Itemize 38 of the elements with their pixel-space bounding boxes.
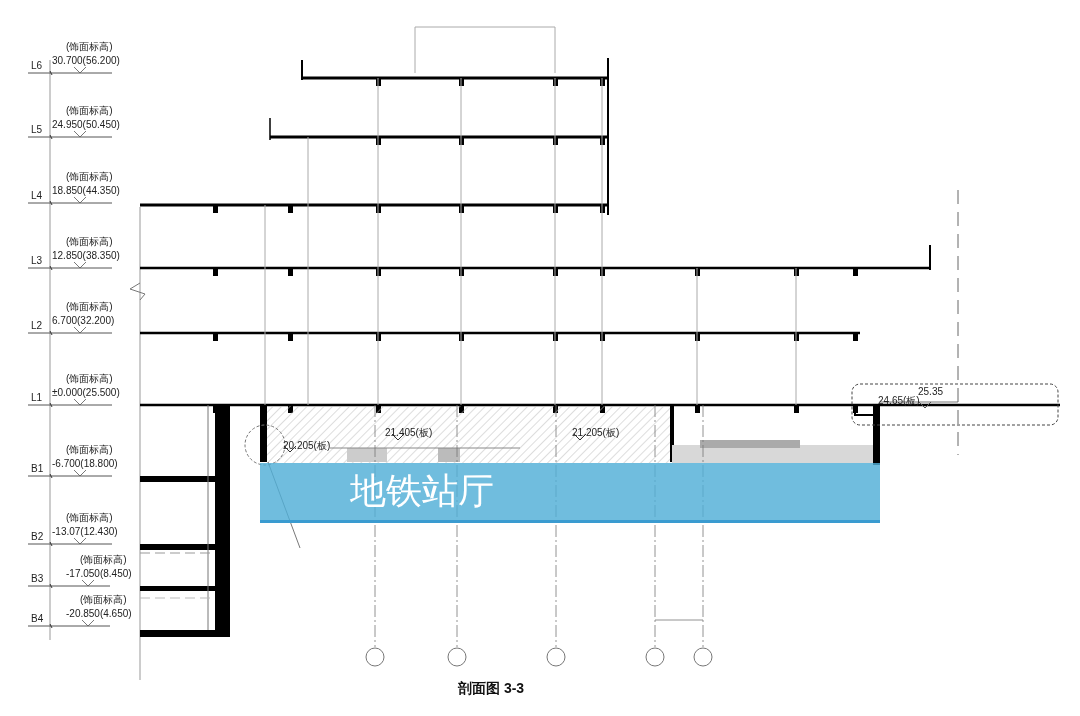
elevation-label: 18.850(44.350): [52, 185, 120, 197]
elevation-label: 24.65(板): [878, 395, 920, 407]
elevation-label: 12.850(38.350): [52, 250, 120, 262]
level-label: B3: [31, 573, 44, 585]
elevation-label: 24.950(50.450): [52, 119, 120, 131]
elevation-label: 21.205(板): [572, 427, 620, 439]
elevation-label: 6.700(32.200): [52, 315, 115, 327]
elevation-label: -13.07(12.430): [52, 526, 118, 538]
level-label: L5: [31, 124, 43, 136]
elevation-note: (饰面标高): [66, 512, 113, 524]
level-label: B4: [31, 613, 44, 625]
level-label: L6: [31, 60, 43, 72]
elevation-label: 20.205(板): [283, 440, 331, 452]
elevation-label: ±0.000(25.500): [52, 387, 120, 399]
level-label: L4: [31, 190, 43, 202]
elevation-note: (饰面标高): [66, 444, 113, 456]
elevation-note: (饰面标高): [80, 594, 127, 606]
elevation-note: (饰面标高): [66, 171, 113, 183]
elevation-note: (饰面标高): [66, 105, 113, 117]
elevation-note: (饰面标高): [66, 236, 113, 248]
level-label: L2: [31, 320, 43, 332]
elevation-label: -20.850(4.650): [66, 608, 132, 620]
level-label: L1: [31, 392, 43, 404]
highlight-band: [260, 463, 880, 523]
elevation-note: (饰面标高): [66, 41, 113, 53]
drawing-title: 剖面图 3-3: [458, 680, 525, 696]
elevation-label: -17.050(8.450): [66, 568, 132, 580]
elevation-note: (饰面标高): [66, 373, 113, 385]
elevation-label: 30.700(56.200): [52, 55, 120, 67]
area-label: 地铁站厅: [350, 471, 494, 511]
level-label: L3: [31, 255, 43, 267]
elevation-note: (饰面标高): [80, 554, 127, 566]
elevation-label: 25.35: [918, 386, 944, 397]
elevation-label: -6.700(18.800): [52, 458, 118, 470]
level-label: B2: [31, 531, 44, 543]
level-label: B1: [31, 463, 44, 475]
elevation-note: (饰面标高): [66, 301, 113, 313]
elevation-label: 21.405(板): [385, 427, 433, 439]
